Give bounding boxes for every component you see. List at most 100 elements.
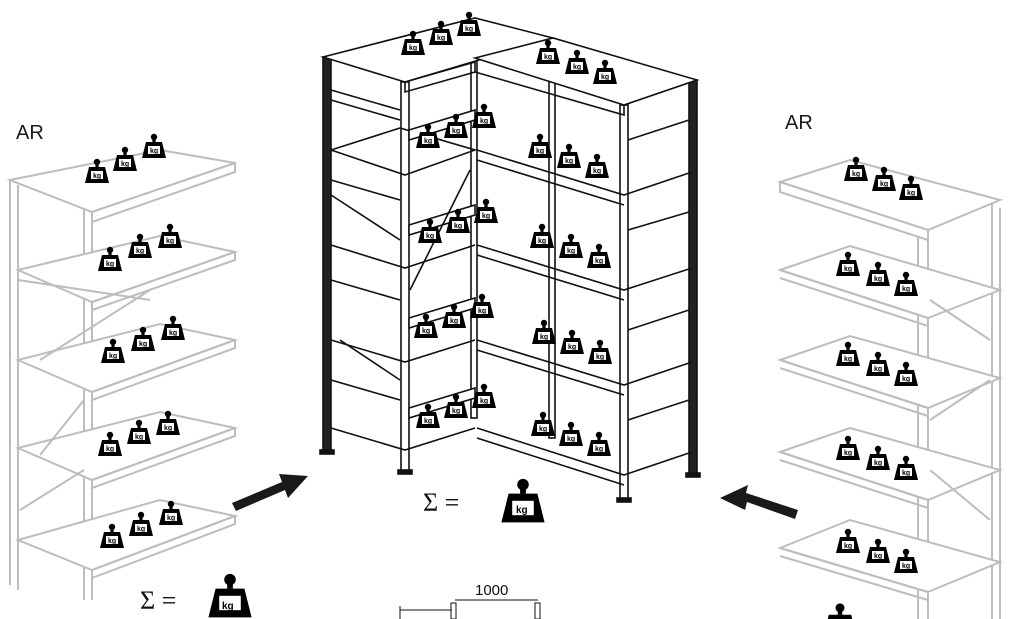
weight-unit-label: kg [601,74,609,81]
left-rack [6,148,239,600]
left-rack-label: AR [16,122,44,144]
center-sum-weight-unit: kg [516,505,528,516]
weight-unit-label: kg [874,366,882,373]
weight-unit-label: kg [595,258,603,265]
weight-unit-label: kg [874,460,882,467]
weight-unit-label: kg [573,64,581,71]
weight-kg-icon: kg [565,49,589,74]
weight-kg-icon: kg [98,246,122,271]
weight-unit-label: kg [902,376,910,383]
weight-unit-label: kg [544,54,552,61]
weight-unit-label: kg [478,308,486,315]
weight-unit-label: kg [593,168,601,175]
weight-kg-icon: kg [531,411,555,436]
weight-kg-icon: kg [442,303,466,328]
weight-kg-icon: kg [536,39,560,64]
weight-kg-icon: kg [416,403,440,428]
weight-unit-label: kg [136,248,144,255]
weight-kg-icon: kg [528,133,552,158]
weight-unit-label: kg [567,436,575,443]
weight-kg-icon: kg [530,223,554,248]
weight-kg-icon: kg [559,233,583,258]
left-rack-weights: kg kg kg kg kg kg kg kg kg kg kg kg kg k… [85,133,185,548]
weight-unit-label: kg [424,418,432,425]
weight-unit-label: kg [880,181,888,188]
weight-unit-label: kg [169,330,177,337]
weight-unit-label: kg [452,128,460,135]
weight-kg-icon: kg [131,326,155,351]
weight-unit-label: kg [137,526,145,533]
weight-unit-label: kg [93,173,101,180]
dimension-label: 1000 [475,582,508,599]
left-sum-weight-unit: kg [222,601,234,612]
weight-unit-label: kg [135,434,143,441]
weight-unit-label: kg [844,543,852,550]
weight-unit-label: kg [874,553,882,560]
weight-kg-icon: kg [866,538,890,563]
weight-unit-label: kg [567,248,575,255]
weight-kg-icon: kg [446,208,470,233]
weight-kg-icon: kg [113,146,137,171]
weight-unit-label: kg [424,138,432,145]
weight-kg-icon: kg [593,59,617,84]
weight-unit-label: kg [480,118,488,125]
weight-kg-icon: kg [414,313,438,338]
weight-kg-icon: kg [587,243,611,268]
weight-unit-label: kg [482,213,490,220]
weight-unit-label: kg [422,328,430,335]
weight-kg-icon: kg [401,30,425,55]
weight-unit-label: kg [166,238,174,245]
weight-kg-icon: kg [587,431,611,456]
right-rack-weights: kg kg kg kg kg kg kg kg kg kg kg kg kg k… [836,156,923,573]
weight-unit-label: kg [844,450,852,457]
weight-unit-label: kg [452,408,460,415]
weight-kg-icon: kg [894,548,918,573]
weight-kg-icon: kg [585,153,609,178]
weight-kg-icon: kg [429,20,453,45]
weight-unit-label: kg [902,470,910,477]
weight-kg-icon: kg [156,410,180,435]
weight-unit-label: kg [450,318,458,325]
weight-unit-label: kg [539,426,547,433]
weight-unit-label: kg [538,238,546,245]
left-sum-label: Σ = [140,586,176,615]
weight-kg-icon: kg [444,113,468,138]
dimension-marker [399,599,541,619]
weight-kg-icon: kg [416,123,440,148]
weight-kg-icon: kg [894,271,918,296]
weight-kg-icon: kg [894,361,918,386]
weight-kg-icon: kg [127,419,151,444]
weight-kg-icon: kg [532,319,556,344]
weight-unit-label: kg [902,286,910,293]
center-sum-label: Σ = [423,488,459,517]
weight-unit-label: kg [164,425,172,432]
corner-rack-weights: kg kg kg kg kg kg kg kg kg kg kg kg kg k… [401,11,617,456]
weight-kg-icon: kg [142,133,166,158]
weight-unit-label: kg [426,233,434,240]
weight-kg-icon: kg [866,445,890,470]
weight-unit-label: kg [139,341,147,348]
weight-unit-label: kg [409,45,417,52]
weight-kg-icon: kg [472,383,496,408]
weight-unit-label: kg [902,563,910,570]
weight-kg-icon: kg [98,431,122,456]
weight-kg-icon: kg [128,233,152,258]
weight-unit-label: kg [596,354,604,361]
weight-unit-label: kg [109,353,117,360]
weight-unit-label: kg [480,398,488,405]
weight-unit-label: kg [536,148,544,155]
right-rack-label: AR [785,112,813,134]
weight-unit-label: kg [565,158,573,165]
weight-kg-icon: kg [560,329,584,354]
right-rack [776,158,1004,619]
weight-kg-icon: kg [844,156,868,181]
weight-kg-icon: kg [866,261,890,286]
weight-kg-icon: kg [444,393,468,418]
weight-unit-label: kg [106,261,114,268]
weight-kg-icon: kg [101,338,125,363]
weight-kg-icon: kg [457,11,481,36]
weight-kg-icon: kg [159,500,183,525]
weight-unit-label: kg [150,148,158,155]
weight-kg-icon: kg [470,293,494,318]
